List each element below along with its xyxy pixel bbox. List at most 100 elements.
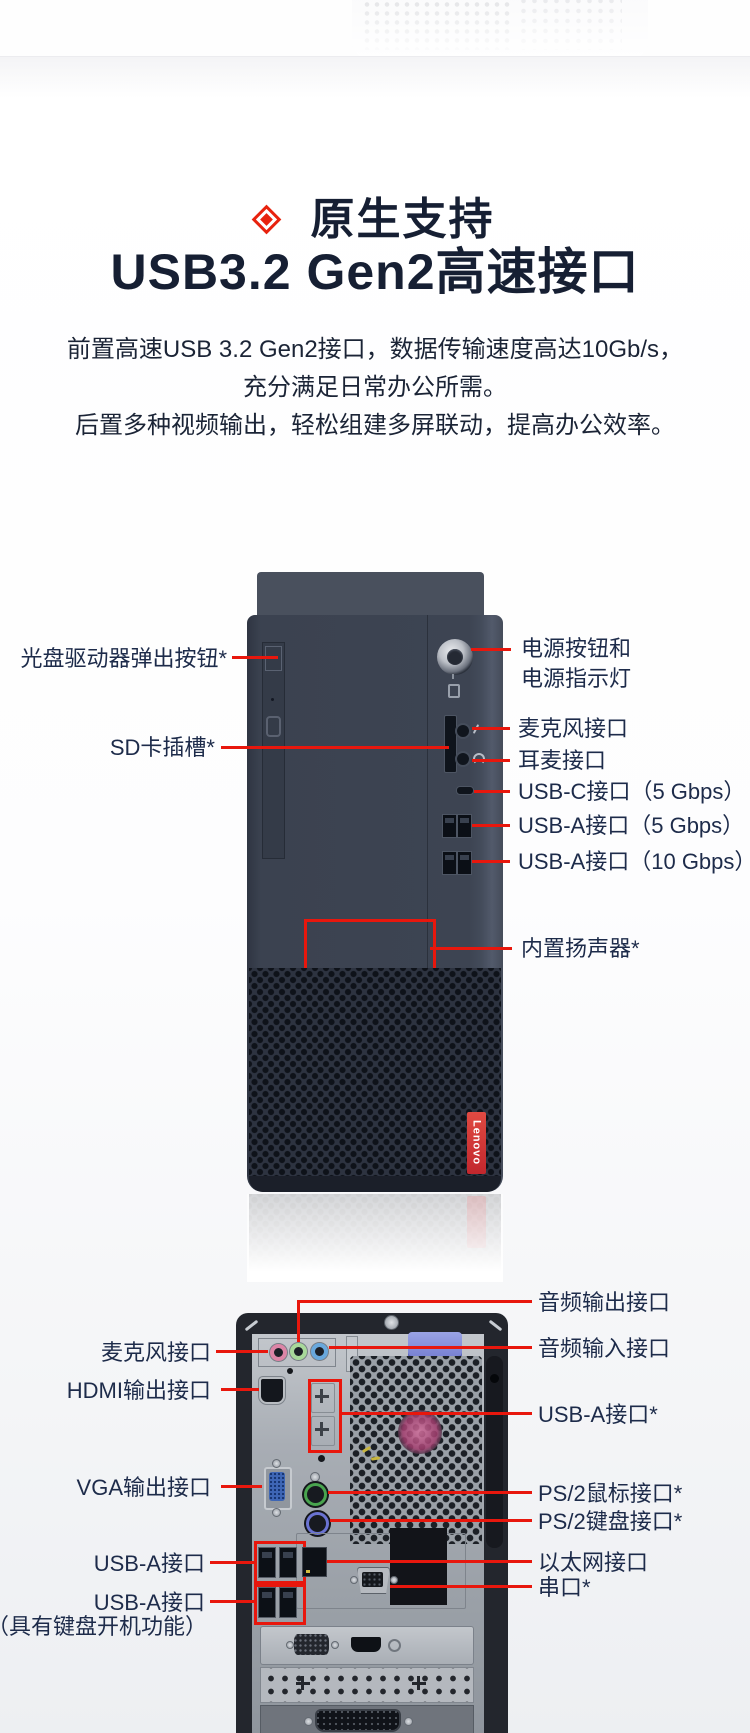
label-usb-a-10g: USB-A接口（10 Gbps） <box>518 849 750 874</box>
usb-c-port <box>456 786 474 795</box>
bracket-vga-screw-left <box>286 1641 294 1649</box>
vga-screw-bottom <box>272 1508 281 1517</box>
callout-line-usb-c <box>474 790 510 793</box>
audio-jack-green-lineout <box>290 1343 307 1360</box>
label-ps2-keyboard: PS/2键盘接口* <box>538 1509 683 1534</box>
ps2-screw <box>310 1472 320 1482</box>
callout-line-front-headset <box>472 759 510 762</box>
front-panel-seam <box>427 615 428 968</box>
callout-line-power <box>471 648 511 651</box>
power-led-dash <box>452 674 454 679</box>
callout-line-rear-mic <box>216 1350 268 1353</box>
label-usb-a-5g: USB-A接口（5 Gbps） <box>518 813 745 838</box>
audio-jack-blue-linein <box>311 1343 328 1360</box>
power-indicator-icon <box>448 684 460 698</box>
audio-jack-pink-mic <box>270 1344 287 1361</box>
previous-section-product-photo <box>352 0 648 58</box>
bracket-vga-screw-right <box>331 1641 339 1649</box>
serial-port-pins <box>362 1572 383 1587</box>
ethernet-port <box>302 1547 327 1577</box>
callout-line-usb-covered <box>339 1412 532 1415</box>
hdmi-output-port <box>261 1379 283 1402</box>
label-usb-a-covered: USB-A接口* <box>538 1402 658 1427</box>
expansion-slot-vent <box>260 1667 474 1703</box>
front-mesh-grille <box>249 968 501 1180</box>
label-ethernet: 以太网接口 <box>538 1550 649 1575</box>
usb-a-port-front-3 <box>442 851 457 875</box>
section-title-line1: 原生支持 <box>310 194 495 244</box>
callout-line-optical-eject <box>232 656 278 659</box>
section-divider <box>0 56 750 97</box>
label-front-headset: 耳麦接口 <box>518 748 607 773</box>
callout-line-speaker <box>430 947 512 950</box>
callout-line-ps2-mouse <box>328 1491 532 1494</box>
ethernet-led <box>306 1570 310 1573</box>
label-usb-c: USB-C接口（5 Gbps） <box>518 779 746 804</box>
front-headset-jack <box>455 751 471 767</box>
sd-card-slot <box>444 715 457 773</box>
covered-usb-port-1 <box>311 1383 335 1413</box>
callout-line-usb-lower <box>210 1600 254 1603</box>
vent-plus-2v <box>417 1676 420 1690</box>
usb-a-rear-2 <box>279 1547 297 1578</box>
front-tower-reflection <box>247 1194 503 1282</box>
description-line-2: 充分满足日常办公所需。 <box>243 374 507 401</box>
section-title-row: 原生支持 <box>0 190 750 246</box>
covered-usb-port-2 <box>311 1416 335 1446</box>
parallel-screw-right <box>404 1717 413 1726</box>
psu-module <box>390 1528 447 1605</box>
description-line-1: 前置高速USB 3.2 Gen2接口，数据传输速度高达10Gb/s， <box>66 336 684 363</box>
label-sd-slot: SD卡插槽* <box>109 735 215 760</box>
plus-mark-2v <box>320 1422 323 1436</box>
callout-line-audio-out-h <box>297 1300 532 1303</box>
label-speaker: 内置扬声器* <box>521 936 640 961</box>
callout-line-hdmi-out <box>221 1388 259 1391</box>
parallel-port <box>317 1711 399 1730</box>
front-tower-bottom-strip <box>249 1176 501 1192</box>
serial-screw-left <box>350 1576 358 1584</box>
callout-line-audio-in <box>329 1346 532 1349</box>
description-line-3: 后置多种视频输出，轻松组建多屏联动，提高办公效率。 <box>75 412 675 439</box>
reflection-fade <box>247 1194 503 1282</box>
usb-a-port-front-4 <box>457 851 472 875</box>
front-tower-top-cap <box>257 572 484 617</box>
callout-line-ps2-keyboard <box>330 1519 532 1522</box>
label-serial: 串口* <box>538 1575 591 1600</box>
label-hdmi-out: HDMI输出接口 <box>66 1378 211 1403</box>
panel-hole-1 <box>287 1368 293 1374</box>
usb-a-rear-4 <box>279 1587 297 1618</box>
section-description: 前置高速USB 3.2 Gen2接口，数据传输速度高达10Gb/s， 充分满足日… <box>0 331 750 445</box>
front-mic-jack <box>455 723 471 739</box>
label-audio-out: 音频输出接口 <box>538 1290 671 1315</box>
bracket-screw-glyph <box>388 1639 401 1652</box>
diamond-bullet-icon <box>251 204 281 235</box>
lenovo-logo-badge: Lenovo <box>467 1112 486 1174</box>
callout-line-usb-a-10g <box>472 860 510 863</box>
label-vga-out: VGA输出接口 <box>76 1475 211 1500</box>
usb-a-rear-3 <box>258 1587 276 1618</box>
callout-line-sd-slot <box>221 746 449 749</box>
label-optical-eject: 光盘驱动器弹出按钮* <box>20 646 227 671</box>
label-usb-wake-note: （具有键盘开机功能） <box>0 1614 207 1639</box>
fan-hub <box>398 1410 442 1454</box>
usb-a-port-front-1 <box>442 814 457 838</box>
usb-a-rear-1 <box>258 1547 276 1578</box>
callout-line-serial <box>390 1585 532 1588</box>
label-power-button: 电源按钮和 <box>521 636 632 661</box>
plus-mark-1v <box>320 1389 323 1403</box>
callout-line-usb-a-5g <box>472 824 510 827</box>
usb-highlight-box-lower <box>254 1581 306 1625</box>
label-usb-a-rear-lower: USB-A接口 <box>93 1590 205 1615</box>
serial-screw-right <box>390 1576 398 1584</box>
callout-line-front-mic <box>472 727 510 730</box>
vga-screw-top <box>272 1459 281 1468</box>
rear-handle <box>486 1356 503 1548</box>
label-front-mic: 麦克风接口 <box>518 716 629 741</box>
callout-line-vga-out <box>221 1485 262 1488</box>
usb-a-port-front-2 <box>457 814 472 838</box>
rear-handle-hole <box>490 1374 499 1383</box>
label-audio-in: 音频输入接口 <box>538 1336 671 1361</box>
top-screw <box>384 1315 399 1330</box>
label-ps2-mouse: PS/2鼠标接口* <box>538 1481 683 1506</box>
